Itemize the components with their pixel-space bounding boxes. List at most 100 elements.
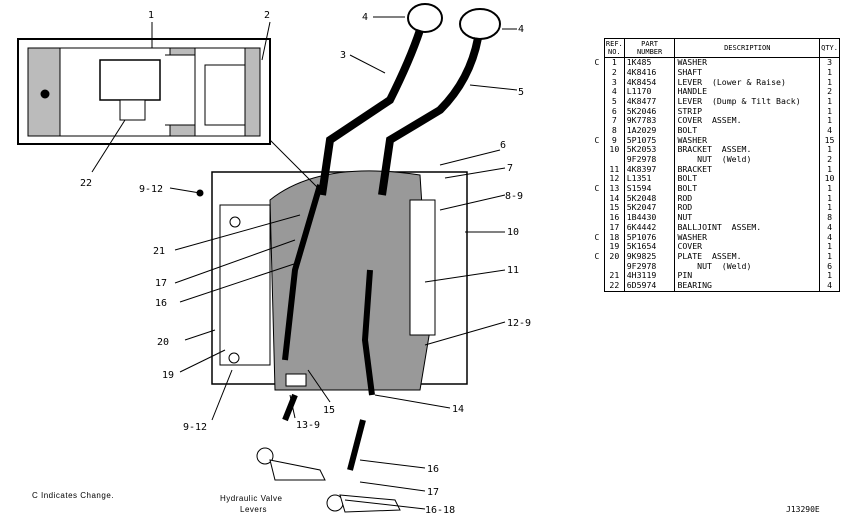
change-mark	[590, 116, 604, 126]
quantity: 15	[819, 135, 840, 146]
callout-16a: 16	[427, 464, 439, 475]
quantity: 1	[819, 77, 840, 88]
change-mark	[590, 165, 604, 175]
description: ROD	[674, 193, 821, 204]
description: STRIP	[674, 106, 821, 117]
description: COVER	[674, 242, 821, 252]
callout-1: 1	[148, 10, 154, 21]
callout-7: 7	[507, 163, 513, 174]
quantity: 1	[819, 164, 840, 175]
caption-line-2: Levers	[240, 505, 268, 514]
description: WASHER	[674, 232, 821, 243]
description: LEVER (Lower & Raise)	[674, 77, 821, 88]
change-mark: C	[594, 232, 600, 242]
callout-5: 5	[518, 87, 524, 98]
change-mark: C	[594, 57, 600, 67]
callout-19: 19	[162, 370, 174, 381]
description: COVER ASSEM.	[674, 116, 821, 126]
callout-9-12b: 9-12	[183, 422, 207, 433]
change-mark	[590, 281, 604, 291]
description: NUT (Weld)	[674, 154, 821, 165]
change-mark	[590, 203, 604, 213]
callout-8-9: 8-9	[505, 191, 523, 202]
quantity: 1	[819, 251, 840, 262]
callout-17a: 17	[427, 487, 439, 498]
change-mark	[590, 77, 604, 87]
callout-6: 6	[500, 140, 506, 151]
callout-9-12a: 9-12	[139, 184, 163, 195]
ref-number: 17	[603, 222, 625, 233]
caption-line-1: Hydraulic Valve	[220, 494, 283, 503]
quantity: 8	[819, 213, 840, 223]
quantity: 1	[819, 67, 840, 78]
table-header-row: REF. NO. PART NUMBER DESCRIPTION QTY.	[590, 38, 840, 58]
change-mark	[590, 271, 604, 281]
quantity: 4	[819, 280, 840, 292]
drawing-number: J13290E	[786, 505, 820, 514]
change-mark	[590, 242, 604, 252]
quantity: 1	[819, 242, 840, 252]
table-row: 9F2978 NUT (Weld)6	[590, 261, 840, 272]
description-header: DESCRIPTION	[674, 38, 821, 58]
valve-housing	[196, 170, 468, 391]
change-mark	[590, 87, 604, 97]
quantity: 4	[819, 222, 840, 233]
change-mark: C	[594, 184, 600, 194]
callout-labels: 1 2 4 4 3 5 6 7 8-9 10 11 12-9 14 16 17 …	[80, 10, 531, 516]
callout-14: 14	[452, 404, 464, 415]
table-row: 9F2978 NUT (Weld)2	[590, 154, 840, 165]
description: BOLT	[674, 125, 821, 136]
quantity: 1	[819, 203, 840, 213]
quantity: 4	[819, 232, 840, 243]
change-mark	[590, 97, 604, 107]
callout-13-9: 13-9	[296, 420, 320, 431]
description: NUT (Weld)	[674, 261, 821, 272]
leader-lines	[91, 16, 518, 510]
callout-11: 11	[507, 265, 519, 276]
part-number: 9K9825	[623, 251, 676, 262]
description: PLATE ASSEM.	[674, 251, 821, 262]
description: BOLT	[674, 183, 821, 194]
description: BRACKET	[674, 164, 821, 175]
exploded-parts-diagram: 1 2 4 4 3 5 6 7 8-9 10 11 12-9 14 16 17 …	[17, 3, 531, 516]
change-mark	[590, 223, 604, 233]
callout-12-9: 12-9	[507, 318, 531, 329]
ref-number: 2	[603, 67, 625, 78]
callout-22: 22	[80, 178, 92, 189]
part-number: 4K8416	[623, 67, 676, 78]
change-indicator-note: C Indicates Change.	[32, 491, 114, 500]
callout-16-18: 16-18	[425, 505, 455, 516]
change-mark	[590, 155, 604, 165]
description: LEVER (Dump & Tilt Back)	[674, 96, 821, 107]
ref-number: 20	[603, 251, 625, 262]
quantity: 1	[819, 96, 840, 107]
change-mark	[590, 106, 604, 116]
callout-2: 2	[264, 10, 270, 21]
callout-4b: 4	[518, 24, 524, 35]
change-mark	[590, 174, 604, 184]
callout-21: 21	[153, 246, 165, 257]
callout-4a: 4	[362, 12, 368, 23]
quantity: 1	[819, 184, 840, 194]
callout-20: 20	[157, 337, 169, 348]
description: BALLJOINT ASSEM.	[674, 222, 821, 233]
quantity: 3	[819, 57, 840, 68]
description: PIN	[674, 271, 821, 281]
ref-number: 5	[603, 96, 625, 107]
description: WASHER	[674, 135, 821, 146]
